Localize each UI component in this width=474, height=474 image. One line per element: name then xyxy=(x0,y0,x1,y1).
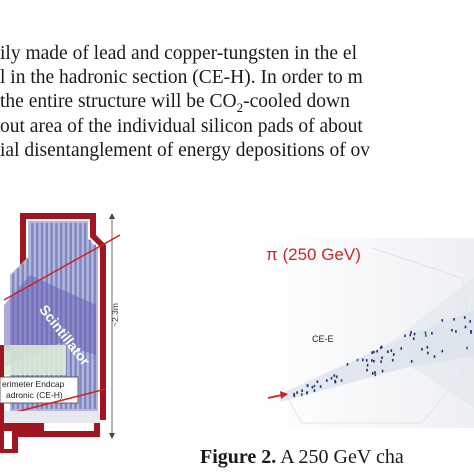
scintillator-region xyxy=(4,275,96,367)
energy-hit xyxy=(413,332,416,336)
energy-hit xyxy=(293,394,296,398)
text-line-2: l in the hadronic section (CE-H). In ord… xyxy=(0,67,363,89)
energy-hit xyxy=(400,347,403,350)
energy-hit xyxy=(379,346,382,350)
red-line-top xyxy=(3,234,121,301)
energy-hit xyxy=(410,331,412,334)
energy-hit xyxy=(380,360,382,363)
energy-hit xyxy=(381,356,383,360)
energy-hit xyxy=(390,349,393,352)
energy-hit xyxy=(365,359,368,362)
text-line-3: the entire structure will be CO2-cooled … xyxy=(0,90,474,116)
figure-caption-text: A 250 GeV cha xyxy=(280,446,404,468)
energy-hit xyxy=(374,373,377,377)
energy-hit xyxy=(373,350,375,354)
event-title: π (250 GeV) xyxy=(266,245,361,264)
energy-hit xyxy=(371,372,374,375)
energy-hit xyxy=(306,384,309,388)
label-box-line2: adronic (CE-H) xyxy=(6,390,63,400)
energy-hit xyxy=(426,346,429,349)
energy-hit xyxy=(333,374,336,377)
energy-hit xyxy=(433,355,436,358)
energy-hit xyxy=(404,334,406,338)
energy-hit xyxy=(469,320,471,323)
energy-hit xyxy=(441,319,444,322)
energy-hit xyxy=(410,360,413,363)
red-line-bottom xyxy=(3,388,107,416)
energy-hit xyxy=(316,380,319,384)
energy-hit xyxy=(371,359,373,362)
energy-hit xyxy=(441,349,444,353)
energy-hit xyxy=(424,331,427,334)
energy-hit xyxy=(463,316,466,319)
energy-hit xyxy=(313,384,316,388)
energy-hit xyxy=(356,358,359,362)
energy-hit xyxy=(387,350,389,353)
section-label: CE-E xyxy=(312,334,334,344)
energy-hit xyxy=(376,349,378,353)
bottom-base xyxy=(4,411,100,423)
energy-hit xyxy=(366,364,369,367)
detector-cross-section-figure: Scintillator erimeter Endcap adronic (CE… xyxy=(0,213,121,453)
energy-hit xyxy=(335,375,338,379)
energy-hit xyxy=(412,337,415,340)
energy-hit xyxy=(330,376,333,380)
energy-hit xyxy=(296,391,298,394)
figure-label: Figure 2. xyxy=(200,446,277,468)
energy-hit xyxy=(311,385,314,389)
energy-hit xyxy=(374,371,376,374)
energy-hit xyxy=(334,380,337,384)
energy-hit xyxy=(326,379,328,382)
incoming-particle-arrow xyxy=(267,394,283,399)
energy-hit xyxy=(470,331,472,334)
text-line-3-a: the entire structure will be CO xyxy=(0,91,237,113)
energy-hit xyxy=(373,359,375,363)
energy-hit xyxy=(466,346,468,350)
energy-hit xyxy=(306,391,308,395)
energy-hit xyxy=(425,334,427,337)
label-box xyxy=(0,376,79,404)
energy-hit xyxy=(301,389,303,392)
text-line-4: out area of the individual silicon pads … xyxy=(0,115,363,137)
energy-hit xyxy=(427,351,429,355)
energy-hit xyxy=(409,333,412,337)
text-line-5: ial disentanglement of energy deposition… xyxy=(0,139,371,161)
event-display-figure: π (250 GeV) CE-E xyxy=(262,238,474,428)
energy-hit xyxy=(392,353,395,356)
height-label: ~2.3m xyxy=(110,303,120,327)
energy-hit xyxy=(381,369,384,373)
text-line-3-b: -cooled down xyxy=(243,91,350,113)
green-hatch-region xyxy=(4,345,66,375)
text-line-1: ily made of lead and copper-tungsten in … xyxy=(0,43,357,64)
energy-hit xyxy=(455,330,457,333)
energy-hit xyxy=(319,385,322,388)
figure-caption: Figure 2. A 250 GeV cha xyxy=(200,446,474,469)
energy-hit xyxy=(366,368,368,372)
energy-hit xyxy=(362,358,364,362)
height-arrow-bottom-icon xyxy=(109,433,115,439)
energy-hit xyxy=(451,328,453,332)
label-box-line1: erimeter Endcap xyxy=(2,379,65,389)
energy-hit xyxy=(380,345,383,349)
height-arrow-top-icon xyxy=(109,213,115,219)
energy-hit xyxy=(293,392,295,396)
incoming-arrow-head-icon xyxy=(280,391,288,399)
energy-hit xyxy=(431,332,433,335)
shower-cone xyxy=(382,278,474,408)
energy-hit xyxy=(421,347,423,351)
energy-hit xyxy=(340,379,343,382)
energy-hit xyxy=(391,358,394,362)
energy-hits xyxy=(293,316,472,398)
energy-hit xyxy=(371,351,373,354)
energy-hit xyxy=(464,325,467,329)
energy-hit xyxy=(346,363,349,366)
body-text: ily made of lead and copper-tungsten in … xyxy=(0,42,474,163)
co2-subscript: 2 xyxy=(236,100,244,116)
energy-hit xyxy=(313,389,316,392)
bottom-red-bar xyxy=(4,423,44,431)
energy-hit xyxy=(453,318,455,321)
energy-hit xyxy=(301,393,303,396)
